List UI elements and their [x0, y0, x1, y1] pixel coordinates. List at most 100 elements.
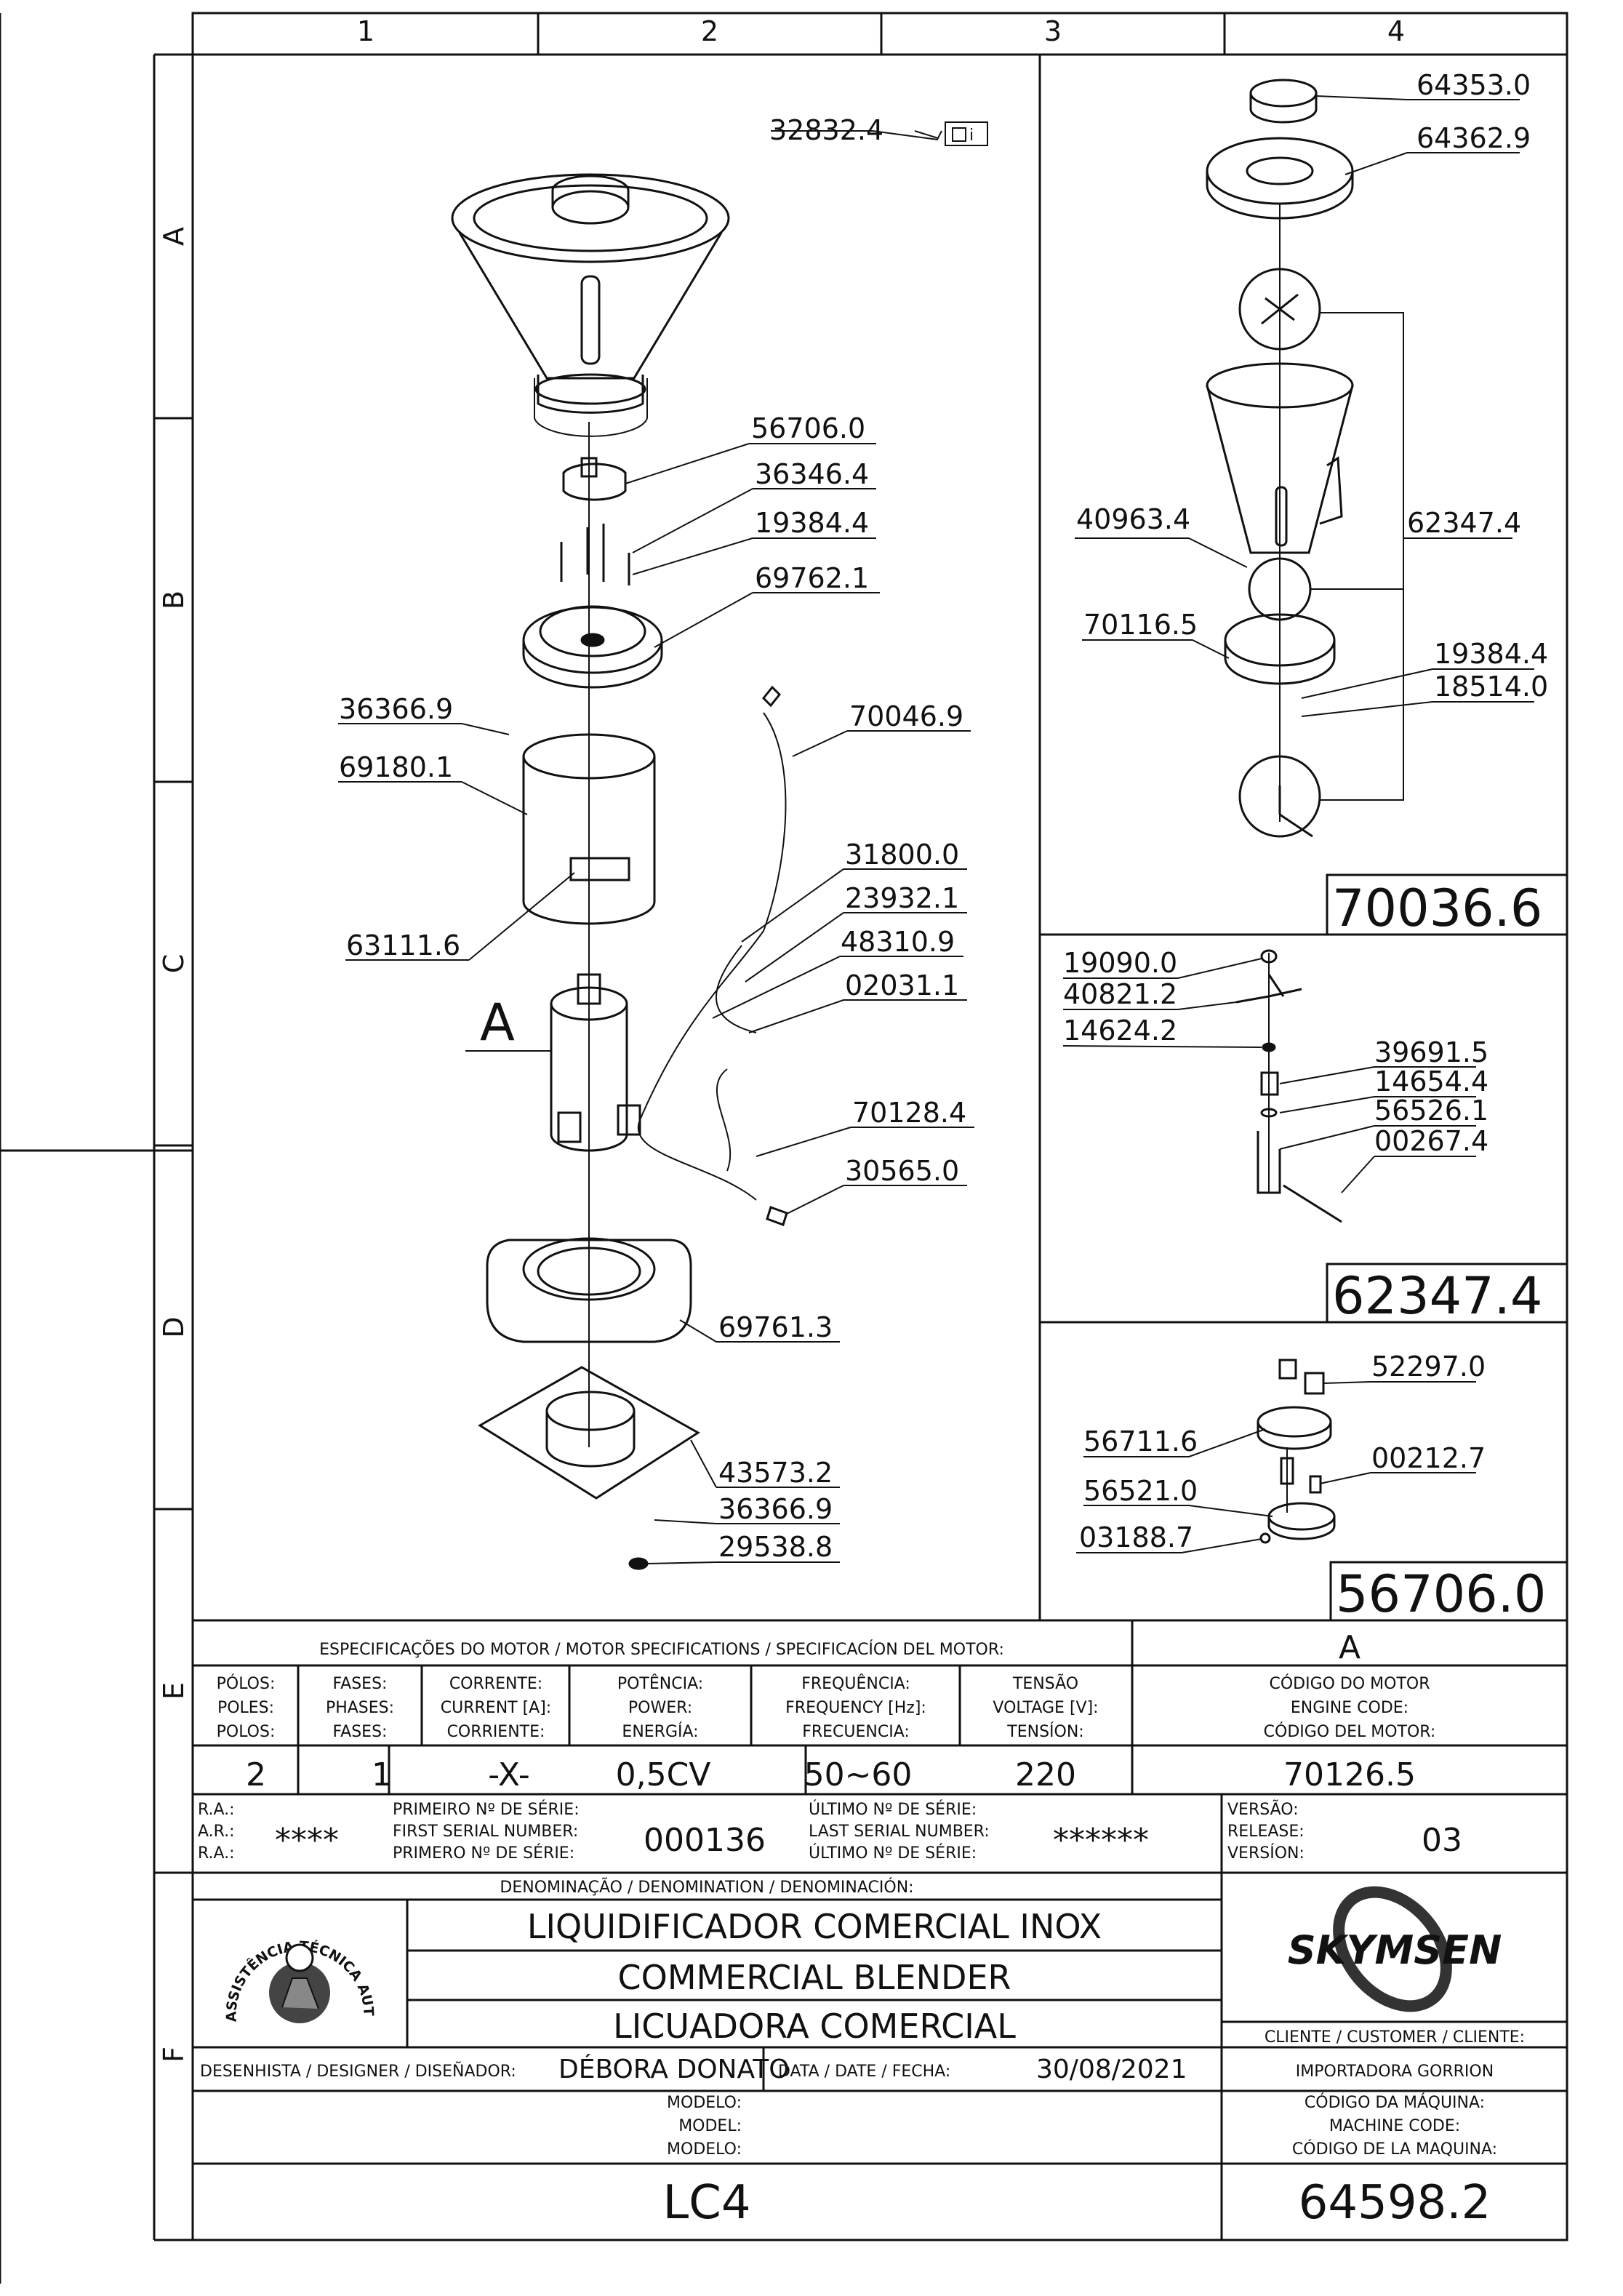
model-label: MODELO: — [667, 2094, 742, 2112]
detail-blade-leaders — [1062, 958, 1476, 1193]
brand-name: SKYMSEN — [1288, 1927, 1502, 1973]
motor-spec-columns: PÓLOS: POLES: POLOS: FASES: PHASES: FASE… — [217, 1673, 1436, 1741]
date-value: 30/08/2021 — [1036, 2055, 1187, 2084]
spec-label: FASES: — [333, 1675, 388, 1693]
view-dividers — [193, 55, 1567, 1622]
ra-value: **** — [275, 1822, 339, 1859]
detail-code-box — [1326, 1263, 1568, 1324]
detail-code-box — [1326, 873, 1568, 936]
date-label: DATA / DATE / FECHA: — [778, 2063, 950, 2081]
row-label: C — [158, 954, 190, 974]
denomination-header: DENOMINAÇÃO / DENOMINATION / DENOMINACIÓ… — [500, 1877, 913, 1897]
part-number: 30565.0 — [845, 1155, 959, 1187]
part-number: 64353.0 — [1416, 69, 1531, 101]
detail-jar-leaders — [1075, 95, 1534, 801]
last-serial-value: ****** — [1053, 1822, 1149, 1859]
part-number: 52297.0 — [1371, 1351, 1486, 1383]
designer-label: DESENHISTA / DESIGNER / DISEÑADOR: — [200, 2061, 516, 2081]
spec-label: ENERGÍA: — [622, 1722, 698, 1741]
spec-label: TENSÍON: — [1006, 1722, 1083, 1741]
part-number: 36366.9 — [718, 1493, 833, 1525]
authorized-assistance-seal: ASSISTÊNCIA TÉCNICA AUTORIZADA — [0, 0, 377, 2023]
model-label: MODELO: — [667, 2140, 742, 2159]
part-number: 48310.9 — [841, 926, 955, 958]
part-number: 14624.2 — [1063, 1015, 1177, 1047]
part-number: 69762.1 — [755, 562, 869, 594]
engine-code-label: ENGINE CODE: — [1291, 1699, 1408, 1717]
title-block-grid — [193, 1620, 1567, 2240]
version-label: VERSÃO: — [1227, 1799, 1299, 1819]
machine-code-labels: CÓDIGO DA MÁQUINA: MACHINE CODE: CÓDIGO … — [1292, 2093, 1497, 2159]
model-label: MODEL: — [678, 2117, 742, 2135]
version-label: RELEASE: — [1227, 1823, 1305, 1841]
part-number: 64362.9 — [1416, 122, 1531, 154]
denomination-names: LIQUIDIFICADOR COMERCIAL INOX COMMERCIAL… — [527, 1907, 1102, 2046]
spec-label: TENSÃO — [1012, 1673, 1078, 1693]
ra-label: R.A.: — [198, 1844, 235, 1863]
detail-blade-part-numbers: 19090.0 40821.2 14624.2 39691.5 14654.4 … — [1063, 947, 1488, 1157]
machine-code-label: CÓDIGO DE LA MAQUINA: — [1292, 2140, 1497, 2159]
spec-label: POWER: — [628, 1699, 692, 1717]
drawing-frame — [0, 12, 1568, 2284]
spec-label: CORRENTE: — [449, 1675, 542, 1693]
detail-coupling-drawing — [1257, 1359, 1336, 1544]
spec-label: PÓLOS: — [217, 1674, 276, 1693]
last-serial-label: ÚLTIMO Nº DE SÉRIE: — [809, 1844, 977, 1863]
part-number: 56711.6 — [1083, 1425, 1198, 1457]
spec-label: FREQUENCY [Hz]: — [785, 1699, 926, 1717]
svg-text:ASSISTÊNCIA TÉCNICA AUTORIZADA: ASSISTÊNCIA TÉCNICA AUTORIZADA — [0, 0, 377, 2023]
spec-label: POLOS: — [217, 1723, 276, 1741]
part-number: 31800.0 — [845, 839, 959, 871]
first-serial-label: FIRST SERIAL NUMBER: — [393, 1823, 578, 1841]
spec-label: POTÊNCIA: — [617, 1674, 703, 1693]
motor-spec-values: 2 1 -X- 0,5CV 50~60 220 70126.5 — [246, 1756, 1416, 1793]
part-number: 70046.9 — [849, 700, 963, 732]
spec-label: VOLTAGE [V]: — [993, 1699, 1098, 1717]
spec-value: 1 — [372, 1756, 392, 1793]
part-number: 40821.2 — [1063, 978, 1177, 1010]
spec-label: CURRENT [A]: — [441, 1699, 551, 1717]
part-number: 39691.5 — [1374, 1036, 1488, 1068]
engine-code-label: CÓDIGO DEL MOTOR: — [1264, 1722, 1436, 1741]
detail-blade-drawing — [1235, 949, 1342, 1223]
product-name: COMMERCIAL BLENDER — [618, 1958, 1011, 1997]
last-serial-label: LAST SERIAL NUMBER: — [809, 1823, 990, 1841]
spec-label: FRECUENCIA: — [802, 1723, 910, 1741]
spec-label: FASES: — [333, 1723, 388, 1741]
version-value: 03 — [1422, 1822, 1462, 1859]
spec-value: 2 — [246, 1756, 266, 1793]
part-number: 69761.3 — [718, 1311, 833, 1343]
last-serial-label: ÚLTIMO Nº DE SÉRIE: — [809, 1800, 977, 1819]
model-value: LC4 — [662, 2176, 750, 2230]
version-label: VERSÍON: — [1227, 1844, 1305, 1863]
part-number: 56521.0 — [1083, 1475, 1198, 1507]
column-label: 2 — [701, 15, 718, 47]
engine-code: 70126.5 — [1283, 1756, 1416, 1793]
info-book-icon: i — [945, 121, 988, 146]
column-labels: 1 2 3 4 — [357, 15, 1405, 47]
detail-code: 56706.0 — [1336, 1564, 1546, 1624]
detail-code: 70036.6 — [1332, 879, 1542, 938]
spec-label: POLES: — [217, 1699, 274, 1717]
part-number: 62347.4 — [1407, 507, 1521, 539]
machine-code: 64598.2 — [1299, 2176, 1491, 2230]
part-number: 36366.9 — [339, 693, 453, 725]
motor-view-letter: A — [480, 993, 515, 1052]
first-serial-value: 000136 — [644, 1822, 766, 1859]
machine-code-label: MACHINE CODE: — [1329, 2117, 1460, 2135]
product-name: LICUADORA COMERCIAL — [613, 2007, 1016, 2046]
main-exploded-view — [451, 173, 788, 1570]
spec-value: 220 — [1015, 1756, 1076, 1793]
part-number: 36346.4 — [755, 458, 869, 490]
part-number: 02031.1 — [845, 969, 959, 1001]
row-label: A — [158, 227, 190, 246]
part-number: 00267.4 — [1374, 1125, 1488, 1157]
detail-jar-drawing — [1206, 79, 1354, 838]
ra-label: A.R.: — [198, 1823, 235, 1841]
part-number: 70128.4 — [852, 1097, 966, 1129]
skymsen-logo: SKYMSEN — [1288, 1886, 1502, 2012]
part-number: 56526.1 — [1374, 1095, 1488, 1127]
spec-label: PHASES: — [326, 1699, 394, 1717]
part-number: 19384.4 — [755, 507, 869, 539]
